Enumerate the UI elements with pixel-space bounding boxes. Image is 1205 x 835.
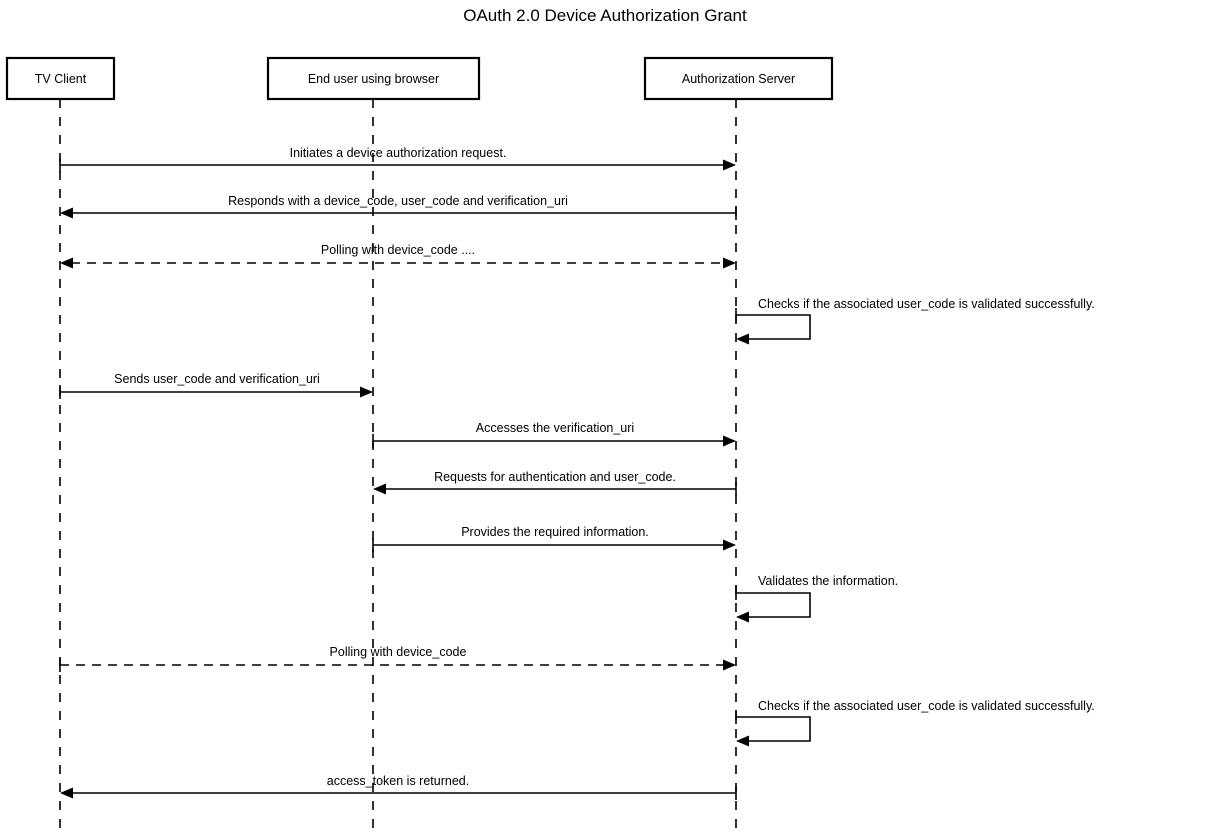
msg-polling-with-device-code-1-arrowhead-start bbox=[60, 257, 73, 269]
msg-sends-user-code-and-verification-uri[interactable]: Sends user_code and verification_uri bbox=[59, 372, 373, 399]
msg-sends-user-code-and-verification-uri-label: Sends user_code and verification_uri bbox=[114, 372, 320, 386]
actor-authorization-server[interactable]: Authorization Server bbox=[643, 56, 834, 101]
page-title: OAuth 2.0 Device Authorization Grant bbox=[463, 6, 747, 25]
msg-polling-with-device-code-2-arrowhead bbox=[723, 659, 736, 671]
msg-checks-user-code-validated-2[interactable]: Checks if the associated user_code is va… bbox=[735, 699, 1095, 747]
msg-access-token-is-returned-label: access_token is returned. bbox=[327, 774, 469, 788]
msg-accesses-the-verification-uri-arrowhead bbox=[723, 435, 736, 447]
msg-polling-with-device-code-2-label: Polling with device_code bbox=[330, 645, 467, 659]
msg-polling-with-device-code-1-arrowhead-end bbox=[723, 257, 736, 269]
msg-accesses-the-verification-uri[interactable]: Accesses the verification_uri bbox=[372, 421, 736, 448]
messages-group: Initiates a device authorization request… bbox=[59, 146, 1095, 800]
actor-label-tv-client: TV Client bbox=[35, 72, 87, 86]
msg-provides-the-required-information[interactable]: Provides the required information. bbox=[372, 525, 736, 552]
msg-checks-user-code-validated-1[interactable]: Checks if the associated user_code is va… bbox=[735, 297, 1095, 345]
actor-box-authorization-server[interactable] bbox=[643, 56, 834, 101]
msg-initiates-device-authorization-request-label: Initiates a device authorization request… bbox=[290, 146, 507, 160]
msg-access-token-is-returned[interactable]: access_token is returned. bbox=[60, 774, 737, 800]
msg-checks-user-code-validated-2-label: Checks if the associated user_code is va… bbox=[758, 699, 1095, 713]
msg-provides-the-required-information-arrowhead bbox=[723, 539, 736, 551]
msg-sends-user-code-and-verification-uri-arrowhead bbox=[360, 386, 373, 398]
msg-checks-user-code-validated-1-arrowhead bbox=[736, 333, 749, 345]
msg-validates-the-information-label: Validates the information. bbox=[758, 574, 898, 588]
msg-polling-with-device-code-1[interactable]: Polling with device_code .... bbox=[60, 243, 736, 269]
actor-box-end-user-browser[interactable] bbox=[266, 56, 481, 101]
msg-initiates-device-authorization-request-arrowhead bbox=[723, 159, 736, 171]
msg-requests-for-authentication-and-user-code[interactable]: Requests for authentication and user_cod… bbox=[373, 470, 737, 496]
msg-requests-for-authentication-and-user-code-label: Requests for authentication and user_cod… bbox=[434, 470, 676, 484]
actor-box-tv-client[interactable] bbox=[5, 56, 116, 101]
msg-initiates-device-authorization-request[interactable]: Initiates a device authorization request… bbox=[59, 146, 736, 172]
actor-tv-client[interactable]: TV Client bbox=[5, 56, 116, 101]
msg-access-token-is-returned-arrowhead bbox=[60, 787, 73, 799]
msg-responds-with-device-code-user-code-verification-uri[interactable]: Responds with a device_code, user_code a… bbox=[60, 194, 737, 220]
msg-provides-the-required-information-label: Provides the required information. bbox=[461, 525, 649, 539]
actors-group: TV Client End user using browser Authoriza… bbox=[5, 56, 834, 101]
msg-polling-with-device-code-1-label: Polling with device_code .... bbox=[321, 243, 475, 257]
msg-checks-user-code-validated-1-label: Checks if the associated user_code is va… bbox=[758, 297, 1095, 311]
actor-label-end-user-browser: End user using browser bbox=[308, 72, 439, 86]
msg-accesses-the-verification-uri-label: Accesses the verification_uri bbox=[476, 421, 634, 435]
msg-responds-with-device-code-user-code-verification-uri-label: Responds with a device_code, user_code a… bbox=[228, 194, 568, 208]
msg-checks-user-code-validated-1-path bbox=[736, 314, 811, 340]
msg-checks-user-code-validated-2-path bbox=[736, 716, 811, 742]
msg-validates-the-information[interactable]: Validates the information. bbox=[735, 574, 898, 623]
msg-checks-user-code-validated-2-arrowhead bbox=[736, 735, 749, 747]
msg-polling-with-device-code-2[interactable]: Polling with device_code bbox=[59, 645, 736, 672]
msg-responds-with-device-code-user-code-verification-uri-arrowhead bbox=[60, 207, 73, 219]
msg-validates-the-information-path bbox=[736, 592, 811, 618]
actor-label-authorization-server: Authorization Server bbox=[682, 72, 795, 86]
msg-requests-for-authentication-and-user-code-arrowhead bbox=[373, 483, 386, 495]
msg-validates-the-information-arrowhead bbox=[736, 611, 749, 623]
actor-end-user-browser[interactable]: End user using browser bbox=[266, 56, 481, 101]
